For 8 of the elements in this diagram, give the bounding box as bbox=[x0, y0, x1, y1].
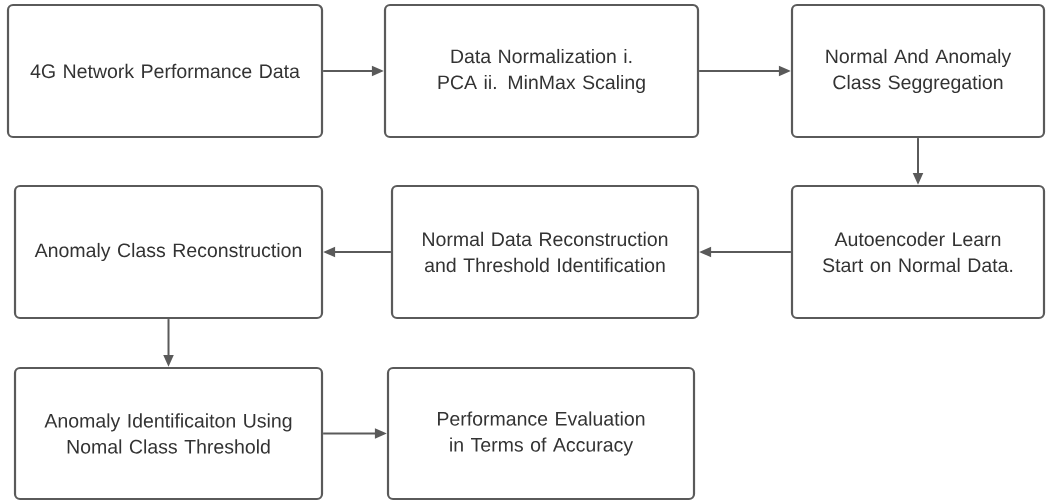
process-box: Anomaly Class Reconstruction bbox=[13, 184, 324, 320]
process-box: Performance Evaluation in Terms of Accuracy bbox=[386, 366, 696, 501]
process-box: Normal And Anomaly Class Seggregation bbox=[790, 3, 1046, 139]
process-box: Data Normalization i. PCA ii. MinMax Scaling bbox=[383, 3, 700, 139]
process-box: Normal Data Reconstruction and Threshold Identification bbox=[390, 184, 700, 320]
process-box: 4G Network Performance Data bbox=[6, 3, 324, 139]
process-box: Autoencoder Learn Start on Normal Data. bbox=[790, 184, 1046, 320]
process-box: Anomaly Identificaiton Using Nomal Class Threshold bbox=[13, 366, 324, 501]
